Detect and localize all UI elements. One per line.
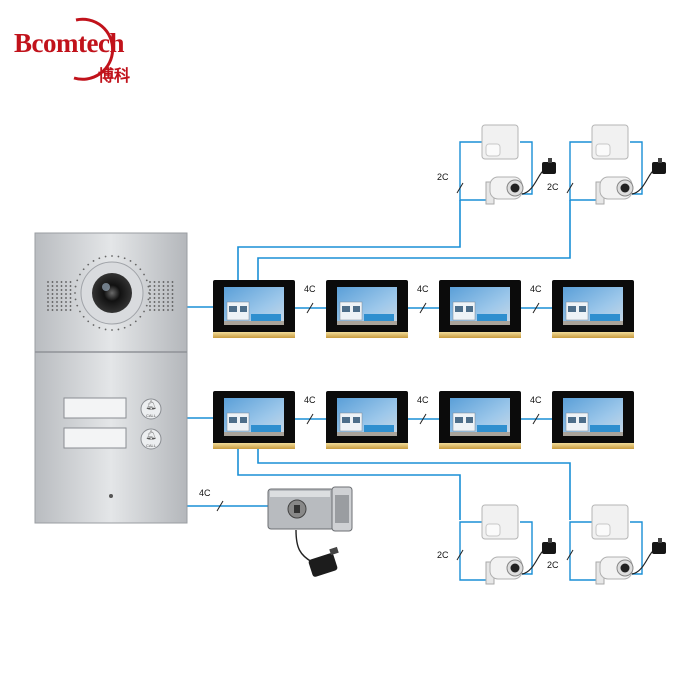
security-camera-icon	[485, 176, 524, 205]
camera-power-adapter-icon	[631, 158, 666, 195]
indoor-monitor-8[interactable]	[552, 391, 634, 449]
camera-link-label-2: 2C	[547, 182, 559, 192]
logo-arc-icon	[73, 17, 115, 81]
camera-link-label-1: 2C	[437, 172, 449, 182]
brand-name-chinese: 博科	[98, 66, 131, 85]
security-camera-icon	[485, 556, 524, 585]
monitor-screen-image	[224, 301, 284, 325]
camera-group-3	[459, 504, 556, 585]
monitor-link-label-5: 4C	[417, 395, 429, 405]
camera-link-label-3: 2C	[437, 550, 449, 560]
indoor-monitor-3[interactable]	[439, 280, 521, 338]
bell-icon: 🔔︎	[145, 430, 156, 440]
speaker-grille-left-icon	[47, 281, 72, 311]
electric-lock	[267, 486, 353, 532]
monitor-screen-image	[224, 412, 284, 436]
indoor-monitor-5[interactable]	[213, 391, 295, 449]
call-button-2-caption: CALL	[146, 443, 157, 448]
security-camera-icon	[595, 556, 634, 585]
monitor-screen-image	[337, 301, 397, 325]
motion-sensor-icon	[591, 504, 629, 540]
indoor-monitor-7[interactable]	[439, 391, 521, 449]
monitor-screen-image	[563, 412, 623, 436]
camera-group-2	[569, 124, 666, 205]
door-station: 🔔︎ CALL 🔔︎ CALL	[34, 232, 188, 524]
bell-icon: 🔔︎	[145, 400, 156, 410]
monitor-link-label-2: 4C	[417, 284, 429, 294]
monitor-screen-image	[563, 301, 623, 325]
indoor-monitor-2[interactable]	[326, 280, 408, 338]
monitor-screen-image	[337, 412, 397, 436]
call-button-1-caption: CALL	[146, 413, 157, 418]
microphone-icon	[109, 494, 113, 498]
lock-power-adapter-icon	[295, 529, 339, 577]
call-button-1[interactable]	[140, 398, 162, 420]
wires	[187, 200, 571, 520]
camera-power-adapter-icon	[631, 538, 666, 575]
camera-group-4	[569, 504, 666, 585]
motion-sensor-icon	[481, 124, 519, 160]
name-plate-2	[63, 427, 127, 449]
camera-link-label-4: 2C	[547, 560, 559, 570]
wire-labels: 4C 4C 4C 4C 4C 4C 2C 2C 2C 2C 4C	[199, 172, 574, 570]
speaker-grille-right-icon	[149, 281, 174, 311]
motion-sensor-icon	[591, 124, 629, 160]
brand-name: Bcomtech	[14, 28, 124, 58]
indoor-monitor-1[interactable]	[213, 280, 295, 338]
lock-link-label: 4C	[199, 488, 211, 498]
camera-group-1	[459, 124, 556, 205]
lens-led-ring	[74, 255, 150, 331]
monitor-link-label-3: 4C	[530, 284, 542, 294]
door-camera-lens-icon	[92, 273, 132, 313]
security-camera-icon	[595, 176, 634, 205]
indoor-monitors	[213, 280, 634, 449]
camera-groups	[459, 124, 666, 585]
monitor-link-label-6: 4C	[530, 395, 542, 405]
monitor-screen-image	[450, 412, 510, 436]
monitor-link-label-1: 4C	[304, 284, 316, 294]
camera-power-adapter-icon	[521, 538, 556, 575]
indoor-monitor-4[interactable]	[552, 280, 634, 338]
camera-power-adapter-icon	[521, 158, 556, 195]
motion-sensor-icon	[481, 504, 519, 540]
monitor-screen-image	[450, 301, 510, 325]
indoor-monitor-6[interactable]	[326, 391, 408, 449]
name-plate-1	[63, 397, 127, 419]
monitor-link-label-4: 4C	[304, 395, 316, 405]
call-button-2[interactable]	[140, 428, 162, 450]
